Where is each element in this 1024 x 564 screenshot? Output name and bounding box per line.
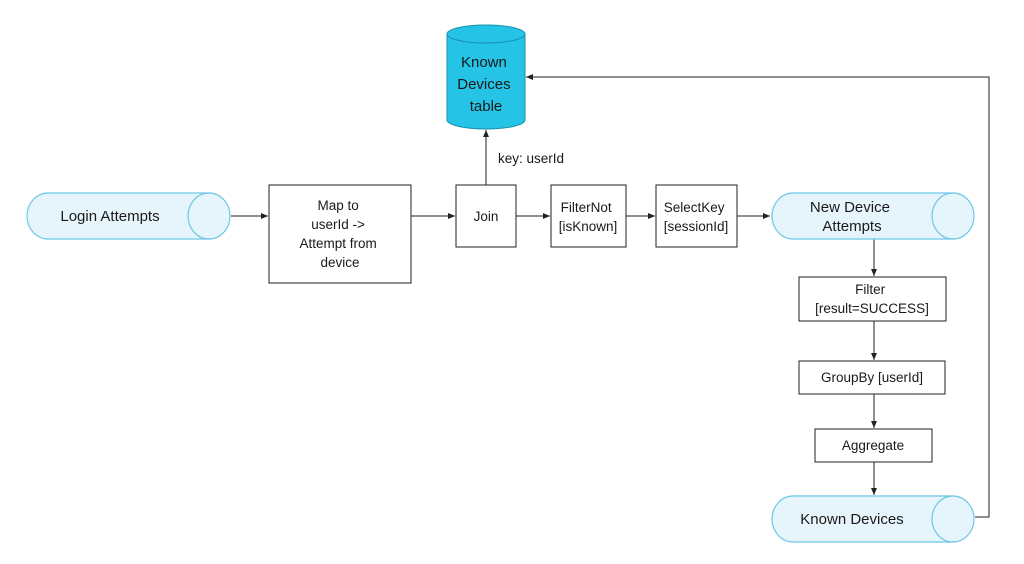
groupby-node: GroupBy [userId]: [798, 360, 946, 395]
known-devices-label: Known Devices: [800, 511, 903, 528]
groupby-label: GroupBy [userId]: [821, 370, 923, 385]
known-devices-table-label: Known Devices table: [457, 54, 515, 115]
edge-label-join-key: key: userId: [498, 151, 564, 166]
new-device-attempts-label: New Device Attempts: [810, 199, 894, 235]
login-attempts-topic: Login Attempts: [26, 192, 231, 240]
map-to-userid-node: Map to userId -> Attempt from device: [268, 184, 412, 284]
join-label: Join: [474, 209, 499, 224]
selectkey-label: SelectKey [sessionId]: [664, 200, 729, 234]
filter-success-node: Filter [result=SUCCESS]: [798, 276, 947, 322]
aggregate-node: Aggregate: [814, 428, 933, 463]
filternot-node: FilterNot [isKnown]: [550, 184, 627, 248]
edge-knowndevices-to-table: [526, 74, 990, 518]
aggregate-label: Aggregate: [842, 438, 904, 453]
edges: [231, 74, 990, 518]
known-devices-topic: Known Devices: [771, 495, 975, 543]
selectkey-node: SelectKey [sessionId]: [655, 184, 738, 248]
map-to-userid-label: Map to userId -> Attempt from device: [299, 198, 380, 270]
login-attempts-label: Login Attempts: [60, 208, 159, 225]
join-node: Join: [455, 184, 517, 248]
known-devices-table-database: Known Devices table: [446, 24, 526, 130]
filternot-label: FilterNot [isKnown]: [559, 200, 618, 234]
filter-success-label: Filter [result=SUCCESS]: [815, 282, 929, 316]
new-device-attempts-topic: New Device Attempts: [771, 192, 975, 240]
